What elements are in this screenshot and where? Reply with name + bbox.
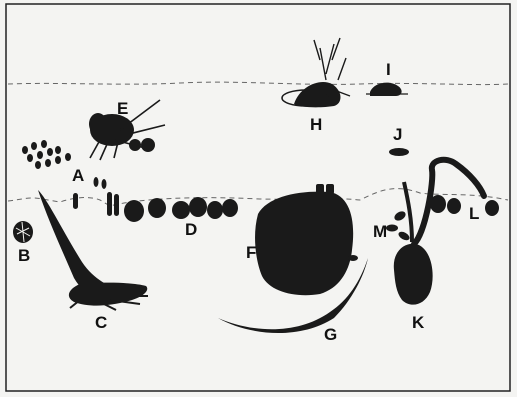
organism-k-bulb [394,160,484,305]
organism-m-leaves [386,210,411,242]
upper-surface-line [8,82,508,84]
label-g: G [324,326,337,343]
organism-l-pair [430,195,499,216]
label-h: H [310,116,322,133]
label-m: M [373,223,387,240]
label-i: I [386,61,391,78]
organism-h-branched [282,38,350,107]
label-e: E [117,100,128,117]
label-c: C [95,314,107,331]
organism-b-shell [13,221,33,243]
organism-i-mound [366,83,408,96]
label-l: L [469,205,479,222]
organism-f-blob [255,184,353,295]
label-a: A [72,167,84,184]
organism-small-blob [348,255,358,261]
label-f: F [246,244,256,261]
label-j: J [393,126,402,143]
organism-j-oval [389,148,409,156]
label-d: D [185,221,197,238]
label-b: B [18,247,30,264]
label-k: K [412,314,424,331]
